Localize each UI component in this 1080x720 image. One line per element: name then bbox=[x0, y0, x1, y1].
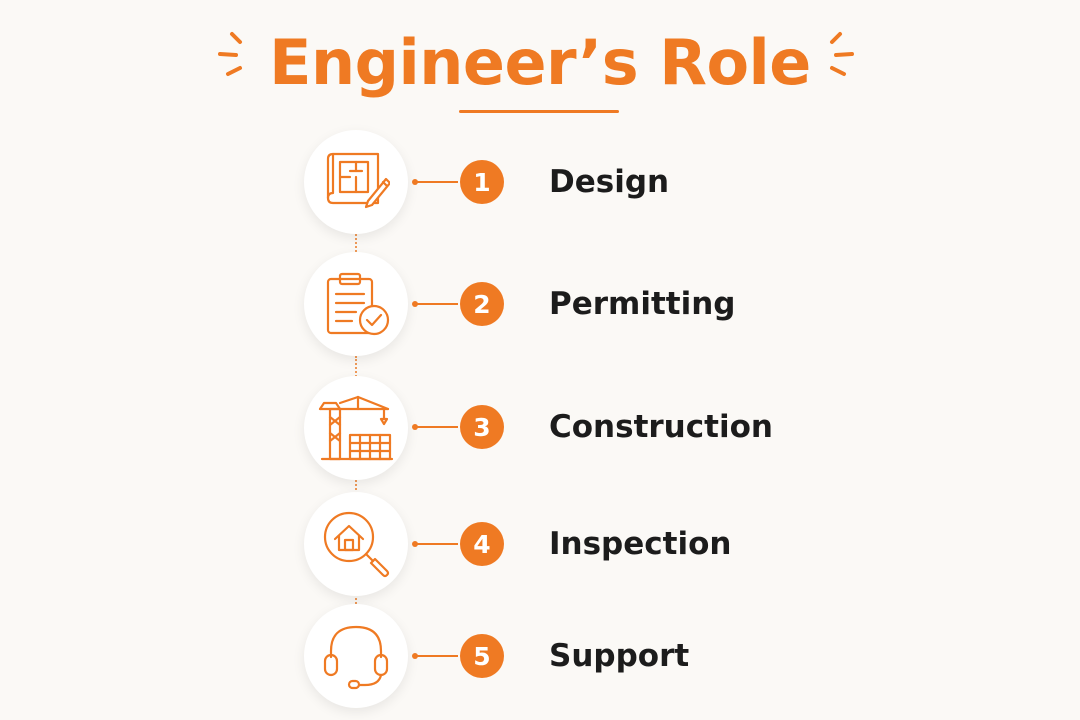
link-line bbox=[414, 303, 458, 305]
step-icon-circle bbox=[304, 252, 408, 356]
step-number-badge: 2 bbox=[460, 282, 504, 326]
step-label: Support bbox=[549, 638, 690, 674]
link-line bbox=[414, 543, 458, 545]
link-line bbox=[414, 655, 458, 657]
page-title: Engineer’s Role bbox=[269, 26, 811, 99]
step-icon-circle bbox=[304, 376, 408, 480]
timeline-connector bbox=[355, 480, 357, 498]
link-line bbox=[414, 181, 458, 183]
link-line bbox=[414, 426, 458, 428]
blueprint-pencil-icon bbox=[322, 151, 390, 213]
headset-icon bbox=[321, 621, 391, 691]
step-number-badge: 5 bbox=[460, 634, 504, 678]
step-label: Design bbox=[549, 164, 670, 200]
timeline-connector bbox=[355, 356, 357, 380]
step-icon-circle bbox=[304, 604, 408, 708]
step-number-badge: 1 bbox=[460, 160, 504, 204]
crane-building-icon bbox=[318, 395, 394, 461]
step-icon-circle bbox=[304, 492, 408, 596]
step-number-badge: 3 bbox=[460, 405, 504, 449]
house-magnifier-icon bbox=[321, 509, 391, 579]
step-number-badge: 4 bbox=[460, 522, 504, 566]
title-underline bbox=[459, 110, 619, 113]
sparkle-left-icon bbox=[218, 30, 258, 80]
sparkle-right-icon bbox=[816, 30, 856, 80]
timeline-connector bbox=[355, 234, 357, 256]
step-label: Inspection bbox=[549, 526, 732, 562]
step-label: Construction bbox=[549, 409, 773, 445]
step-icon-circle bbox=[304, 130, 408, 234]
clipboard-check-icon bbox=[322, 272, 390, 336]
step-label: Permitting bbox=[549, 286, 736, 322]
timeline-connector bbox=[355, 590, 357, 608]
